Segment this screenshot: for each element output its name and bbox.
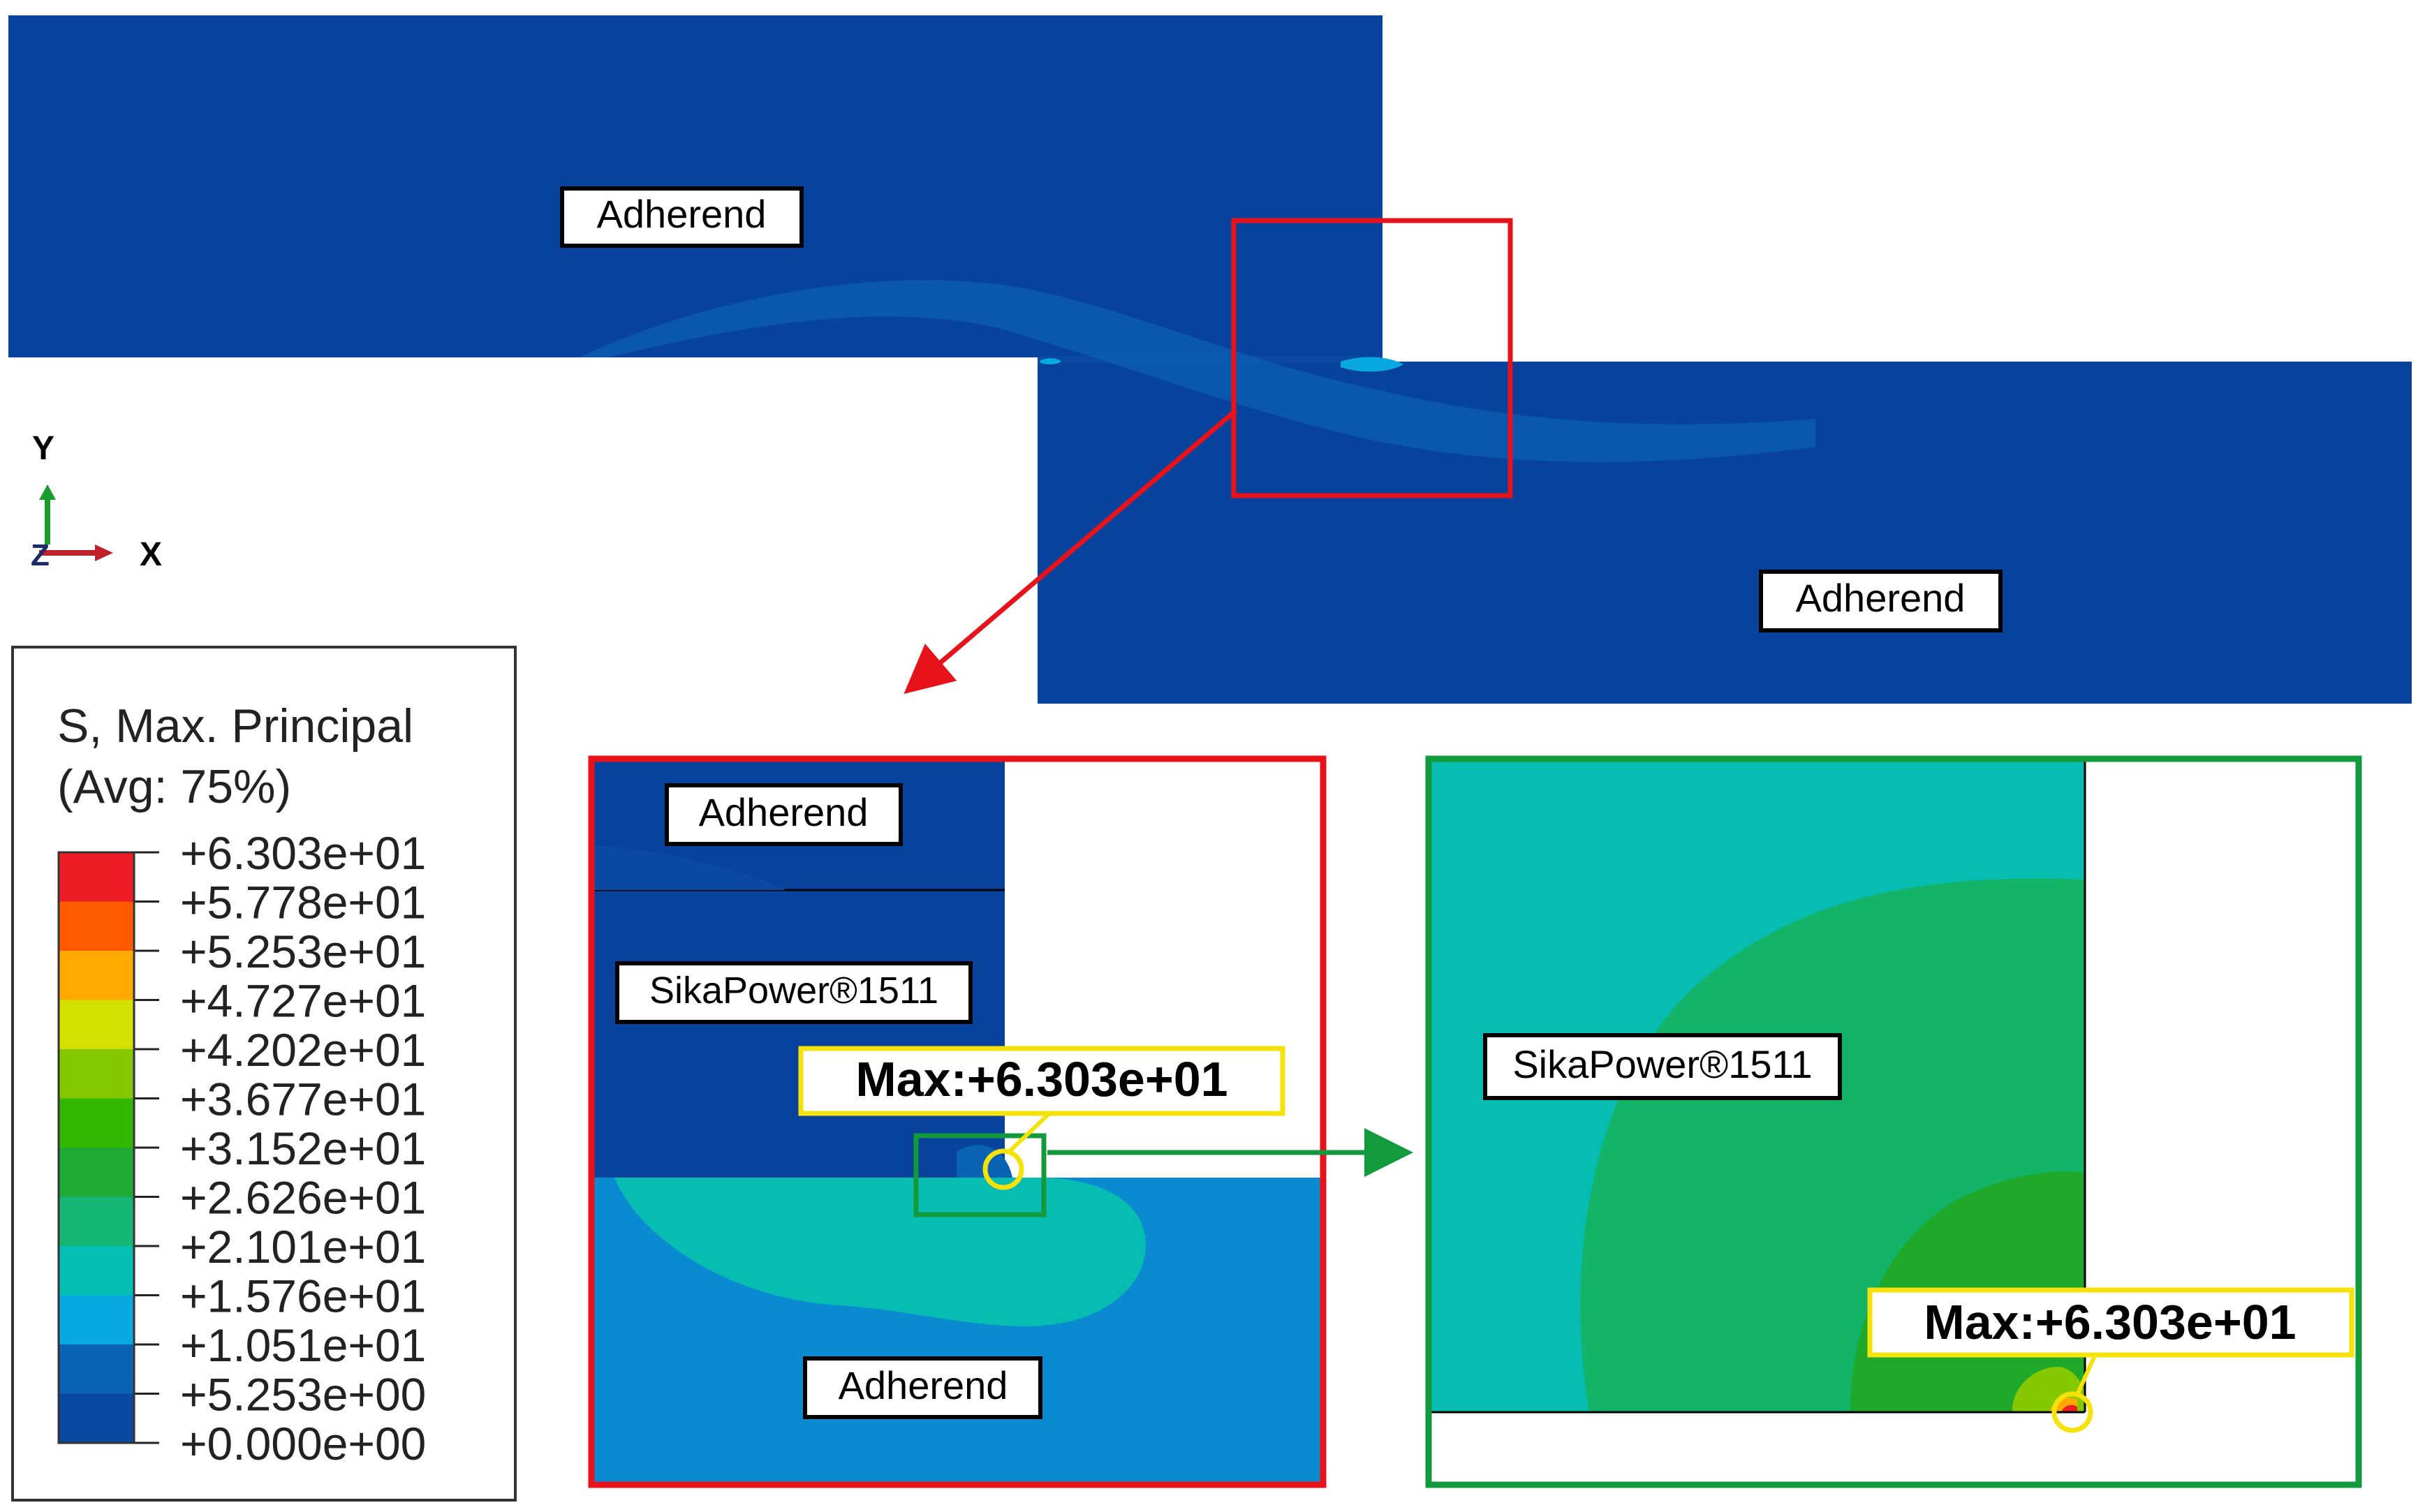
zoom1-label-adhesive: SikaPower®1511 xyxy=(615,961,973,1024)
adherend-label-bottom-text: Adherend xyxy=(1796,576,1966,620)
stress-hotspot-2 xyxy=(1040,358,1061,364)
legend-swatch xyxy=(59,951,134,1001)
legend-value-label: +1.576e+01 xyxy=(180,1270,426,1322)
adherend-label-top: Adherend xyxy=(560,186,804,248)
zoom-arrow-red xyxy=(904,408,1238,695)
legend-value-label: +4.202e+01 xyxy=(180,1024,426,1076)
zoom2-label-adhesive: SikaPower®1511 xyxy=(1483,1033,1842,1100)
axis-z-label: Z xyxy=(31,538,50,572)
legend-swatch xyxy=(59,1393,134,1444)
legend-swatch xyxy=(59,1196,134,1247)
legend-value-label: +1.051e+01 xyxy=(180,1319,426,1371)
zoom1-adhesive xyxy=(591,890,1005,1178)
lap-joint-model xyxy=(8,15,2412,704)
legend-swatch xyxy=(59,1098,134,1148)
legend-swatch xyxy=(59,901,134,951)
axis-triad: Y Z X xyxy=(31,430,162,573)
svg-text:Max:+6.303e+01: Max:+6.303e+01 xyxy=(1924,1295,2296,1349)
adherend-label-bottom: Adherend xyxy=(1759,570,2003,632)
zoom1-label-adherend-top: Adherend xyxy=(665,783,903,846)
zoom1-band xyxy=(591,845,786,890)
legend-title-line1: S, Max. Principal xyxy=(57,699,413,753)
legend-title-line2: (Avg: 75%) xyxy=(57,760,291,813)
axis-x-label: X xyxy=(140,536,162,573)
zoom1-label-adherend-bottom: Adherend xyxy=(803,1356,1042,1419)
legend-value-label: +2.101e+01 xyxy=(180,1221,426,1273)
svg-text:Adherend: Adherend xyxy=(699,790,869,834)
legend-value-label: +2.626e+01 xyxy=(180,1172,426,1224)
bottom-adherend-plate xyxy=(1038,362,2412,704)
legend-swatch xyxy=(59,1148,134,1198)
stress-hotspot xyxy=(1341,357,1403,372)
zoom2-contour-red xyxy=(2061,1404,2077,1412)
svg-text:SikaPower®1511: SikaPower®1511 xyxy=(649,970,938,1011)
legend-value-label: +5.253e+00 xyxy=(180,1369,426,1421)
svg-text:Max:+6.303e+01: Max:+6.303e+01 xyxy=(855,1052,1228,1106)
zoom2-max-callout: Max:+6.303e+01 xyxy=(1867,1287,2354,1358)
legend-swatch xyxy=(59,852,134,903)
zoom-region-box xyxy=(1231,218,1513,498)
legend-swatch xyxy=(59,1344,134,1395)
legend-panel: S, Max. Principal (Avg: 75%) +6.303e+01+… xyxy=(11,646,517,1502)
legend-swatch xyxy=(59,1049,134,1099)
legend-swatch xyxy=(59,1295,134,1345)
svg-text:Adherend: Adherend xyxy=(839,1363,1008,1407)
legend-value-label: +6.303e+01 xyxy=(180,827,426,879)
zoom-panel-1: Adherend SikaPower®1511 Adherend Max:+6.… xyxy=(588,755,1327,1488)
legend-value-label: +4.727e+01 xyxy=(180,975,426,1027)
legend-value-label: +3.677e+01 xyxy=(180,1074,426,1125)
legend-value-label: +0.000e+00 xyxy=(180,1418,426,1469)
axis-y-label: Y xyxy=(32,430,54,467)
legend-value-label: +5.778e+01 xyxy=(180,877,426,928)
zoom1-frame xyxy=(588,755,1327,1488)
legend-value-label: +5.253e+01 xyxy=(180,926,426,977)
legend-value-label: +3.152e+01 xyxy=(180,1122,426,1174)
zoom2-frame xyxy=(1425,755,2362,1488)
legend-swatch xyxy=(59,1246,134,1296)
zoom1-max-callout: Max:+6.303e+01 xyxy=(798,1046,1285,1116)
legend-swatch xyxy=(59,1000,134,1050)
zoom1-detail-box xyxy=(913,1133,1047,1217)
stress-band-top xyxy=(580,280,1815,462)
zoom1-max-marker xyxy=(982,1148,1024,1190)
adherend-label-top-text: Adherend xyxy=(597,192,767,236)
svg-text:SikaPower®1511: SikaPower®1511 xyxy=(1512,1042,1812,1086)
zoom2-max-marker xyxy=(2051,1391,2093,1433)
zoom-panel-2: SikaPower®1511 Max:+6.303e+01 xyxy=(1425,755,2362,1488)
legend-colorbar-border xyxy=(57,851,135,1444)
legend-swatches: +6.303e+01+5.778e+01+5.253e+01+4.727e+01… xyxy=(57,827,426,1469)
